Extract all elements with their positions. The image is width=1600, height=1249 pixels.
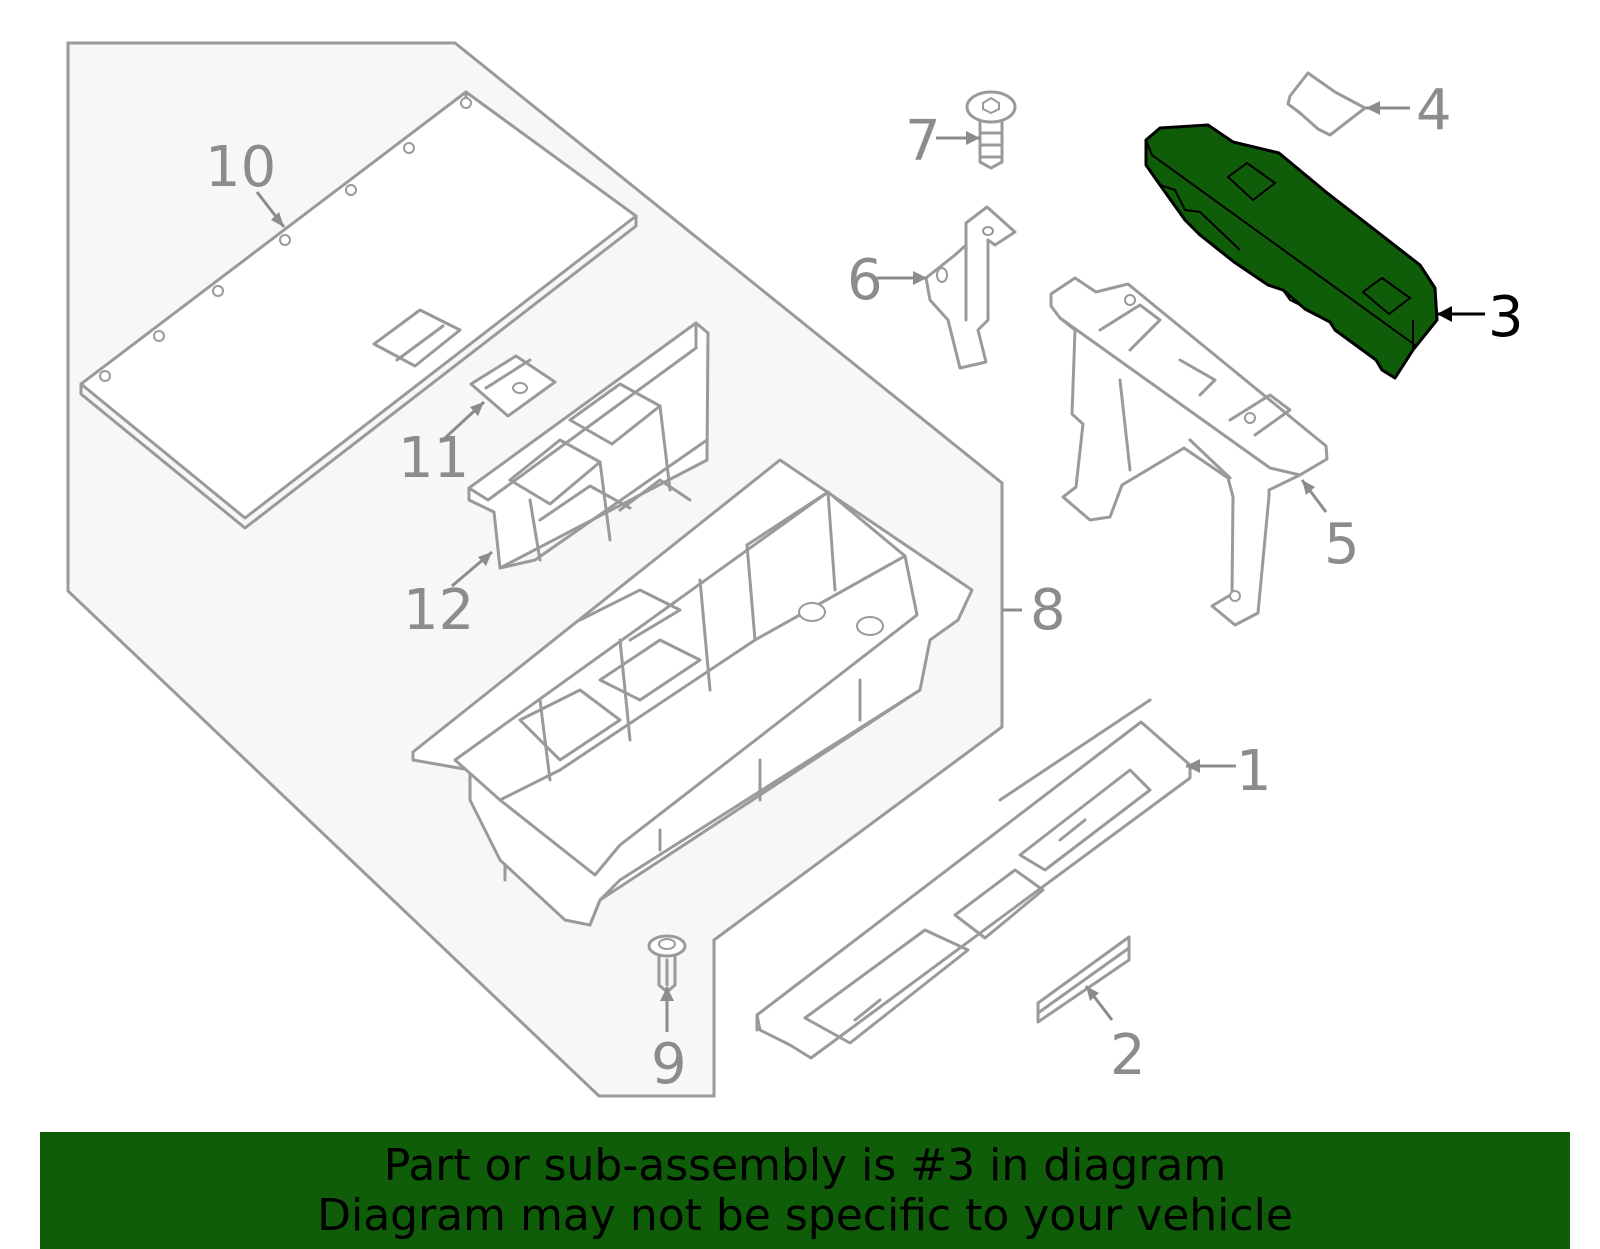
part-7-bolt[interactable] (965, 90, 1017, 170)
banner-line-2: Diagram may not be specific to your vehi… (317, 1189, 1293, 1241)
callout-10[interactable]: 10 (205, 135, 276, 200)
part-1-sill-plate[interactable] (755, 698, 1192, 1060)
part-12-tray-insert[interactable] (467, 321, 710, 570)
callout-4[interactable]: 4 (1416, 78, 1452, 143)
callout-12[interactable]: 12 (403, 578, 474, 643)
callout-labels: 1 2 3 4 5 6 7 8 9 10 11 12 (205, 78, 1524, 1097)
arrow-5 (1302, 480, 1315, 495)
part-6-small-bracket[interactable] (924, 205, 1017, 370)
part-3-highlighted[interactable] (1144, 123, 1439, 380)
arrow-6 (913, 271, 927, 285)
callout-3[interactable]: 3 (1488, 285, 1524, 350)
arrow-1 (1186, 759, 1200, 773)
callout-8[interactable]: 8 (1030, 578, 1066, 643)
arrow-12 (478, 552, 492, 566)
arrow-11 (470, 402, 484, 416)
callout-1[interactable]: 1 (1236, 739, 1272, 804)
leader-lines (255, 101, 1485, 1032)
arrow-7 (966, 131, 980, 145)
callout-7[interactable]: 7 (905, 109, 941, 174)
callout-6[interactable]: 6 (847, 248, 883, 313)
arrow-10 (271, 212, 284, 227)
callout-11[interactable]: 11 (398, 426, 469, 491)
arrow-9 (660, 987, 674, 1001)
callout-9[interactable]: 9 (651, 1032, 687, 1097)
part-10-floor-board[interactable] (79, 90, 638, 530)
arrow-2 (1086, 986, 1099, 1001)
info-banner: Part or sub-assembly is #3 in diagram Di… (40, 1132, 1570, 1249)
callout-2[interactable]: 2 (1110, 1023, 1146, 1088)
arrow-3 (1437, 306, 1452, 322)
part-2-trim-strip[interactable] (1036, 935, 1131, 1024)
part-11-handle[interactable] (469, 354, 557, 418)
banner-line-1: Part or sub-assembly is #3 in diagram (383, 1139, 1227, 1191)
part-5-bracket[interactable] (1049, 276, 1329, 627)
part-8-storage-tub[interactable] (411, 458, 974, 927)
arrow-4 (1366, 101, 1380, 115)
part-4-pad[interactable] (1286, 71, 1367, 137)
callout-5[interactable]: 5 (1324, 512, 1360, 577)
